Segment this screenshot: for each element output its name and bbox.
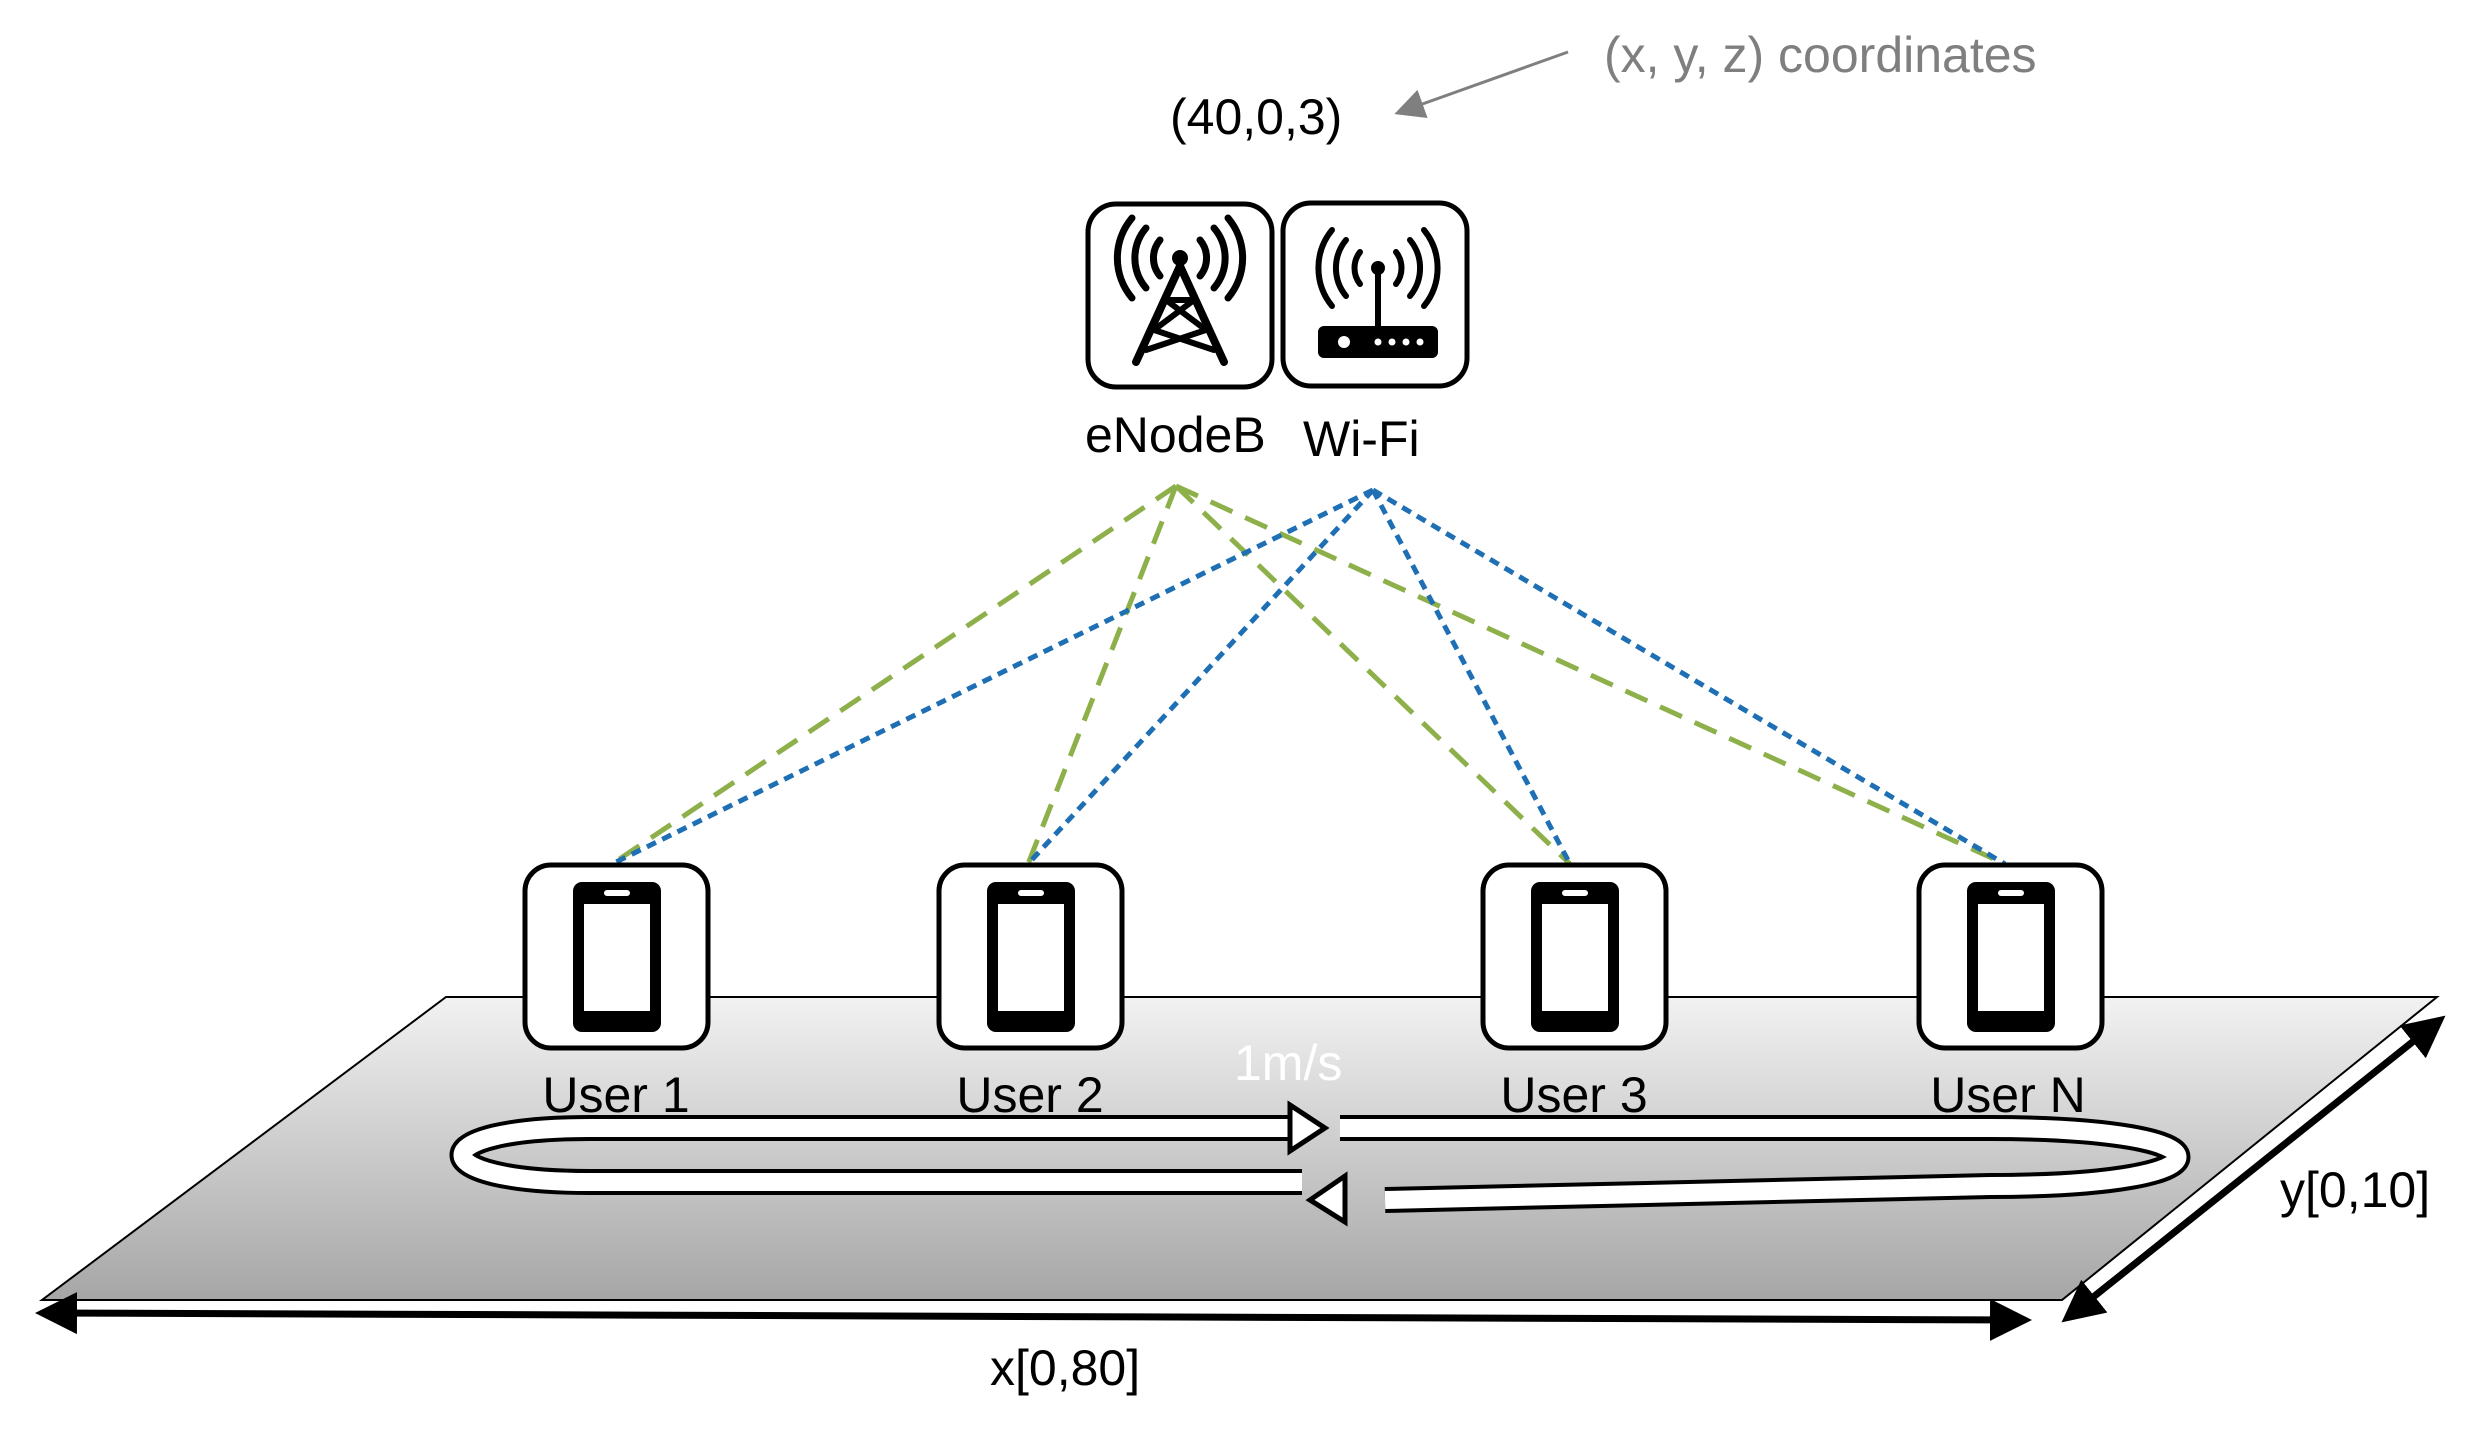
wifi-node [1280, 200, 1470, 389]
user-label-n: User N [1930, 1067, 2086, 1123]
lte-link-user-2 [1025, 485, 1179, 865]
loop-arrow-right [1287, 1100, 1330, 1156]
lte-links [610, 483, 2007, 867]
wifi-link-user-1 [610, 487, 1375, 867]
wifi-links [610, 487, 2007, 867]
x-axis-arrow [35, 1292, 2032, 1341]
lte-link-user-n [1174, 483, 2007, 867]
user-device-3 [1480, 862, 1669, 1051]
wifi-link-user-3 [1370, 488, 1573, 866]
smartphone-icon [1531, 882, 1619, 1032]
wifi-label: Wi-Fi [1303, 411, 1420, 467]
loop-arrow-left [1305, 1171, 1348, 1227]
speed-label: 1m/s [1234, 1035, 1342, 1091]
cell-tower-icon [1113, 214, 1247, 366]
smartphone-icon [1967, 882, 2055, 1032]
enodeb-node [1085, 201, 1275, 390]
enodeb-box [1085, 201, 1275, 390]
user-device-n [1916, 862, 2105, 1051]
lte-link-user-1 [610, 483, 1178, 867]
lte-link-user-3 [1174, 484, 1572, 866]
enodeb-label: eNodeB [1085, 407, 1266, 463]
wifi-link-user-n [1371, 487, 2007, 867]
x-axis-label: x[0,80] [990, 1340, 1140, 1396]
base-station-coord: (40,0,3) [1170, 89, 1342, 145]
user-device-2 [936, 862, 1125, 1051]
y-axis-label: y[0,10] [2280, 1162, 2430, 1218]
user-label-1: User 1 [542, 1067, 689, 1123]
coord-hint-label: (x, y, z) coordinates [1604, 27, 2037, 83]
user-label-2: User 2 [956, 1067, 1103, 1123]
smartphone-icon [573, 882, 661, 1032]
smartphone-icon [987, 882, 1075, 1032]
y-axis-arrow [2061, 1015, 2446, 1323]
coord-hint-arrow [1394, 50, 1569, 119]
user-device-1 [522, 862, 711, 1051]
wifi-link-user-2 [1026, 488, 1375, 866]
user-label-3: User 3 [1500, 1067, 1647, 1123]
